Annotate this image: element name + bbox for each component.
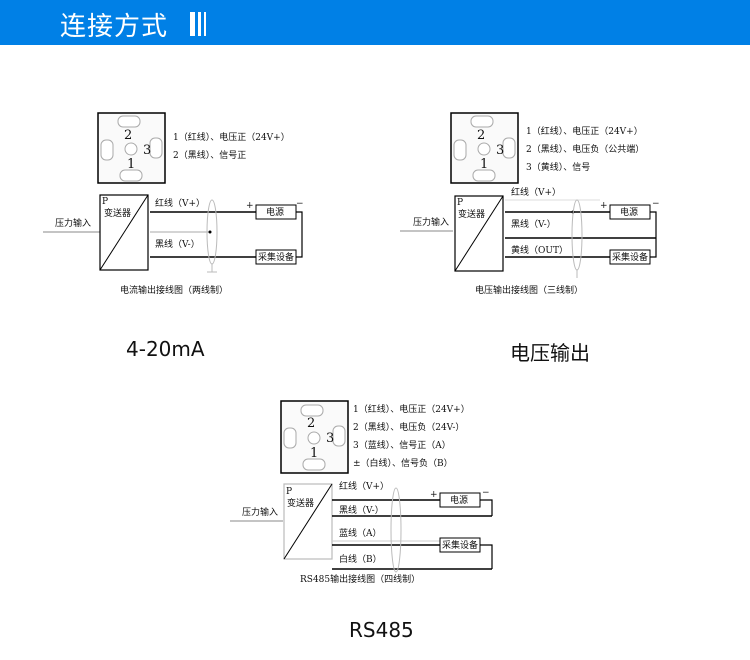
svg-text:+: + <box>430 490 438 500</box>
svg-text:P: P <box>457 198 463 208</box>
svg-text:−: − <box>652 199 660 209</box>
section-header: 连接方式 <box>0 0 750 45</box>
pin-label-3: 3（黄线）、信号 <box>526 161 590 173</box>
caption-4-20ma: 4-20mA <box>126 337 205 361</box>
caption-voltage-output: 电压输出 <box>510 341 590 365</box>
input-label: 压力输入 <box>242 506 278 518</box>
connector-number-1: 1 <box>127 157 135 172</box>
wire-label-white: 白线（B） <box>339 553 382 565</box>
voltage-wiring-diagram: 2 3 1 1（红线）、电压正（24V+） 2（黑线）、电压负（公共端） 3（黄… <box>400 112 660 296</box>
svg-text:P: P <box>286 487 292 497</box>
svg-text:1: 1 <box>480 157 488 172</box>
power-supply-label: 电源 <box>266 206 284 218</box>
svg-text:3: 3 <box>496 143 504 158</box>
transmitter-label: 变送器 <box>287 497 314 509</box>
connector-pinout: 2 3 1 <box>280 400 349 474</box>
pin-label-2: 2（黑线）、电压负（24V-） <box>353 421 464 433</box>
svg-text:2: 2 <box>307 416 315 431</box>
svg-text:+: + <box>246 201 254 211</box>
wire-label-black: 黑线（V-） <box>511 218 556 230</box>
wire-label-black: 黑线（V-） <box>339 504 384 516</box>
transmitter-label: 变送器 <box>104 207 131 219</box>
svg-text:1: 1 <box>310 446 318 461</box>
svg-text:+: + <box>600 201 608 211</box>
power-supply-label: 电源 <box>450 494 468 506</box>
svg-text:2: 2 <box>477 128 485 143</box>
wire-label-black: 黑线（V-） <box>155 238 200 250</box>
input-label: 压力输入 <box>55 217 91 229</box>
pin-label-1: 1（红线）、电压正（24V+） <box>173 131 290 143</box>
wire-label-red: 红线（V+） <box>339 480 389 492</box>
pin-label-1: 1（红线）、电压正（24V+） <box>526 125 643 137</box>
diagram-title: 电压输出接线图（三线制） <box>475 284 583 296</box>
device-label: 采集设备 <box>258 251 294 263</box>
pin-label-3: 3（蓝线）、信号正（A） <box>353 439 451 451</box>
svg-text:−: − <box>296 199 304 209</box>
pin-label-2: 2（黑线）、信号正 <box>173 149 246 161</box>
pin-label-2: 2（黑线）、电压负（公共端） <box>526 143 644 155</box>
current-wiring-diagram: 2 3 1 1（红线）、电压正（24V+） 2（黑线）、信号正 压力输入 P 变… <box>43 112 304 296</box>
svg-text:3: 3 <box>326 431 334 446</box>
connector-pinout: 2 3 1 <box>97 112 166 184</box>
connector-number-3: 3 <box>143 143 151 158</box>
diagram-title: 电流输出接线图（两线制） <box>120 284 228 296</box>
connector-number-2: 2 <box>124 128 132 143</box>
rs485-wiring-diagram: 2 3 1 1（红线）、电压正（24V+） 2（黑线）、电压负（24V-） 3（… <box>230 400 493 585</box>
transmitter-label: 变送器 <box>458 208 485 220</box>
wire-label-red: 红线（V+） <box>155 197 205 209</box>
section-title: 连接方式 <box>60 12 169 42</box>
svg-text:−: − <box>482 488 490 498</box>
caption-rs485: RS485 <box>349 618 414 642</box>
device-label: 采集设备 <box>612 251 648 263</box>
diagram-title: RS485输出接线图（四线制） <box>300 573 420 585</box>
input-label: 压力输入 <box>413 216 449 228</box>
wire-label-blue: 蓝线（A） <box>339 527 382 539</box>
wire-label-red: 红线（V+） <box>511 186 561 198</box>
svg-text:P: P <box>102 197 108 207</box>
device-label: 采集设备 <box>442 539 478 551</box>
connector-pinout: 2 3 1 <box>450 112 519 184</box>
pin-label-1: 1（红线）、电压正（24V+） <box>353 403 470 415</box>
power-supply-label: 电源 <box>620 206 638 218</box>
pin-label-4: ±（白线）、信号负（B） <box>353 457 453 469</box>
wire-label-yellow: 黄线（OUT） <box>511 244 568 256</box>
